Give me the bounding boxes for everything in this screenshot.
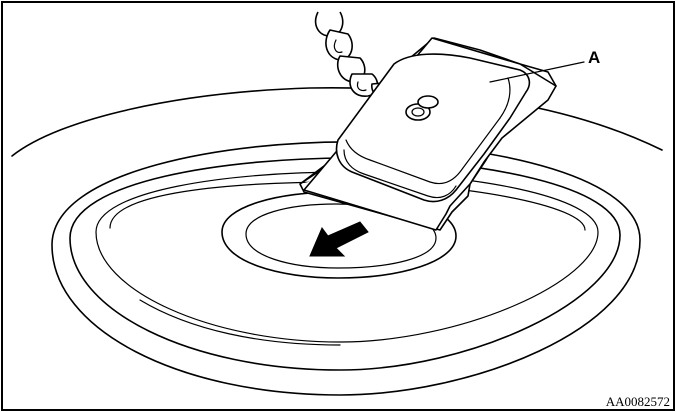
- figure-code: AA0082572: [606, 394, 670, 410]
- callout-label-a: A: [588, 48, 600, 68]
